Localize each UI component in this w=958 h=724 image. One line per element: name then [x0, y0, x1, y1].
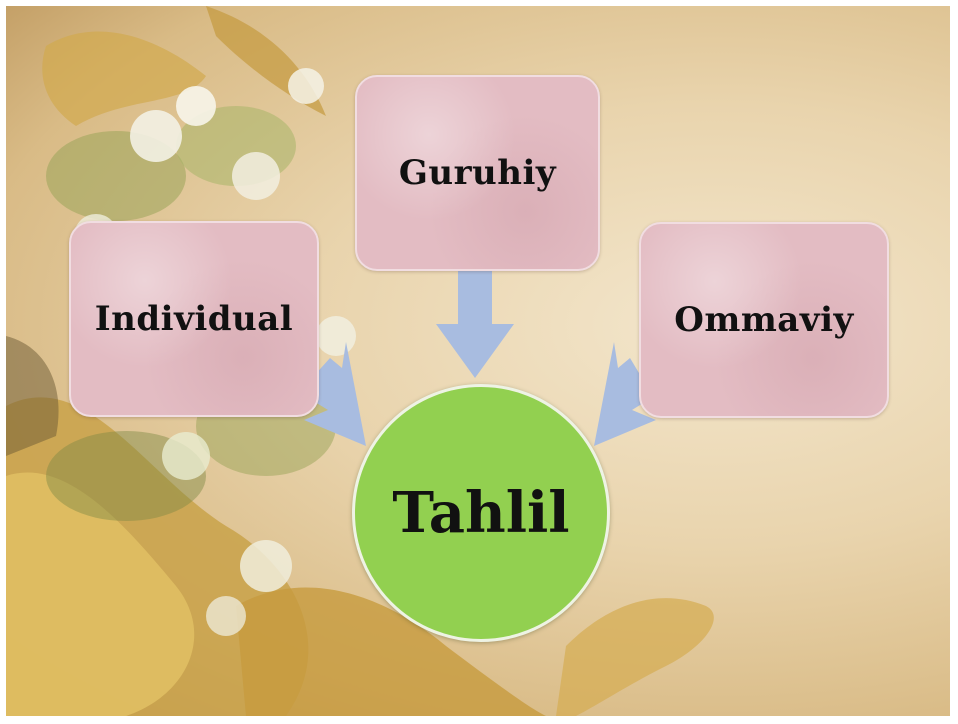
node-ommaviy: Ommaviy: [639, 222, 889, 418]
center-node-label: Tahlil: [392, 480, 570, 546]
node-guruhiy-label: Guruhiy: [398, 153, 557, 193]
center-node-tahlil: Tahlil: [352, 384, 610, 642]
node-guruhiy: Guruhiy: [355, 75, 600, 271]
node-individual-label: Individual: [94, 299, 294, 339]
node-ommaviy-label: Ommaviy: [674, 300, 854, 340]
node-individual: Individual: [69, 221, 319, 417]
slide: Guruhiy Individual Ommaviy Tahlil: [6, 6, 950, 716]
